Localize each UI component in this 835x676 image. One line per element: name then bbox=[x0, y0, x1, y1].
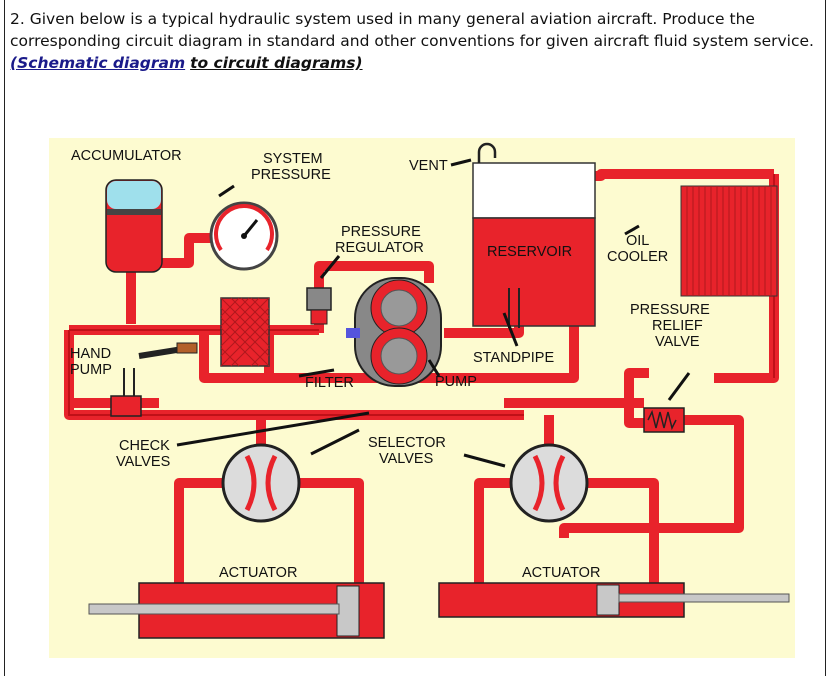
label-pressure-regulator-2: REGULATOR bbox=[335, 240, 424, 256]
question-highlight-open: ( bbox=[10, 54, 18, 72]
label-vent: VENT bbox=[409, 158, 448, 174]
diagram-labels: ACCUMULATOR SYSTEM PRESSURE VENT PRESSUR… bbox=[70, 148, 710, 581]
label-actuator-left: ACTUATOR bbox=[219, 565, 297, 581]
label-system-pressure-1: SYSTEM bbox=[263, 151, 323, 167]
hand-pump bbox=[110, 342, 198, 417]
label-hand-pump-1: HAND bbox=[70, 346, 111, 362]
label-hand-pump-2: PUMP bbox=[70, 362, 112, 378]
label-actuator-right: ACTUATOR bbox=[522, 565, 600, 581]
label-accumulator: ACCUMULATOR bbox=[71, 148, 182, 164]
label-selector-valves-1: SELECTOR bbox=[368, 435, 446, 451]
label-pressure-regulator-1: PRESSURE bbox=[341, 224, 421, 240]
label-pump: PUMP bbox=[435, 374, 477, 390]
label-pressure-relief-1: PRESSURE bbox=[630, 302, 710, 318]
reservoir-fluid bbox=[472, 217, 596, 327]
label-oil-cooler-1: OIL bbox=[626, 233, 649, 249]
vent-hook-icon bbox=[477, 142, 497, 163]
accumulator-air bbox=[107, 181, 161, 209]
leader-lines bbox=[176, 158, 691, 468]
label-selector-valves-2: VALVES bbox=[379, 451, 433, 467]
label-check-valves-1: CHECK bbox=[119, 438, 170, 454]
page-frame bbox=[4, 0, 826, 676]
question-highlight-2: to circuit diagrams) bbox=[190, 54, 363, 72]
pipe-network bbox=[64, 169, 779, 588]
question-highlight-1: Schematic diagram bbox=[17, 54, 186, 72]
label-pressure-relief-2: RELIEF bbox=[652, 318, 703, 334]
label-pressure-relief-3: VALVE bbox=[655, 334, 700, 350]
accumulator bbox=[105, 179, 163, 273]
filter-mesh-icon bbox=[220, 297, 270, 367]
reservoir bbox=[472, 162, 596, 328]
label-standpipe: STANDPIPE bbox=[473, 350, 554, 366]
relief-spring-icon bbox=[643, 407, 685, 433]
label-oil-cooler-2: COOLER bbox=[607, 249, 668, 265]
pressure-regulator bbox=[306, 287, 332, 325]
label-reservoir: RESERVOIR bbox=[487, 244, 572, 260]
cooler-fins-icon bbox=[680, 185, 778, 297]
actuator-left bbox=[88, 582, 385, 639]
question-body: Given below is a typical hydraulic syste… bbox=[10, 10, 814, 50]
selector-valve-right bbox=[509, 443, 589, 523]
label-filter: FILTER bbox=[305, 375, 354, 391]
pressure-gauge-icon bbox=[209, 201, 279, 271]
hydraulic-system-diagram: ACCUMULATOR SYSTEM PRESSURE VENT PRESSUR… bbox=[49, 138, 795, 658]
label-system-pressure-2: PRESSURE bbox=[251, 167, 331, 183]
label-check-valves-2: VALVES bbox=[116, 454, 170, 470]
selector-valve-left bbox=[221, 443, 301, 523]
actuator-right bbox=[438, 582, 790, 618]
reservoir-air bbox=[472, 162, 596, 219]
question-text: 2. Given below is a typical hydraulic sy… bbox=[10, 8, 822, 74]
gear-pump-icon bbox=[346, 277, 442, 387]
question-number: 2. bbox=[10, 10, 25, 28]
